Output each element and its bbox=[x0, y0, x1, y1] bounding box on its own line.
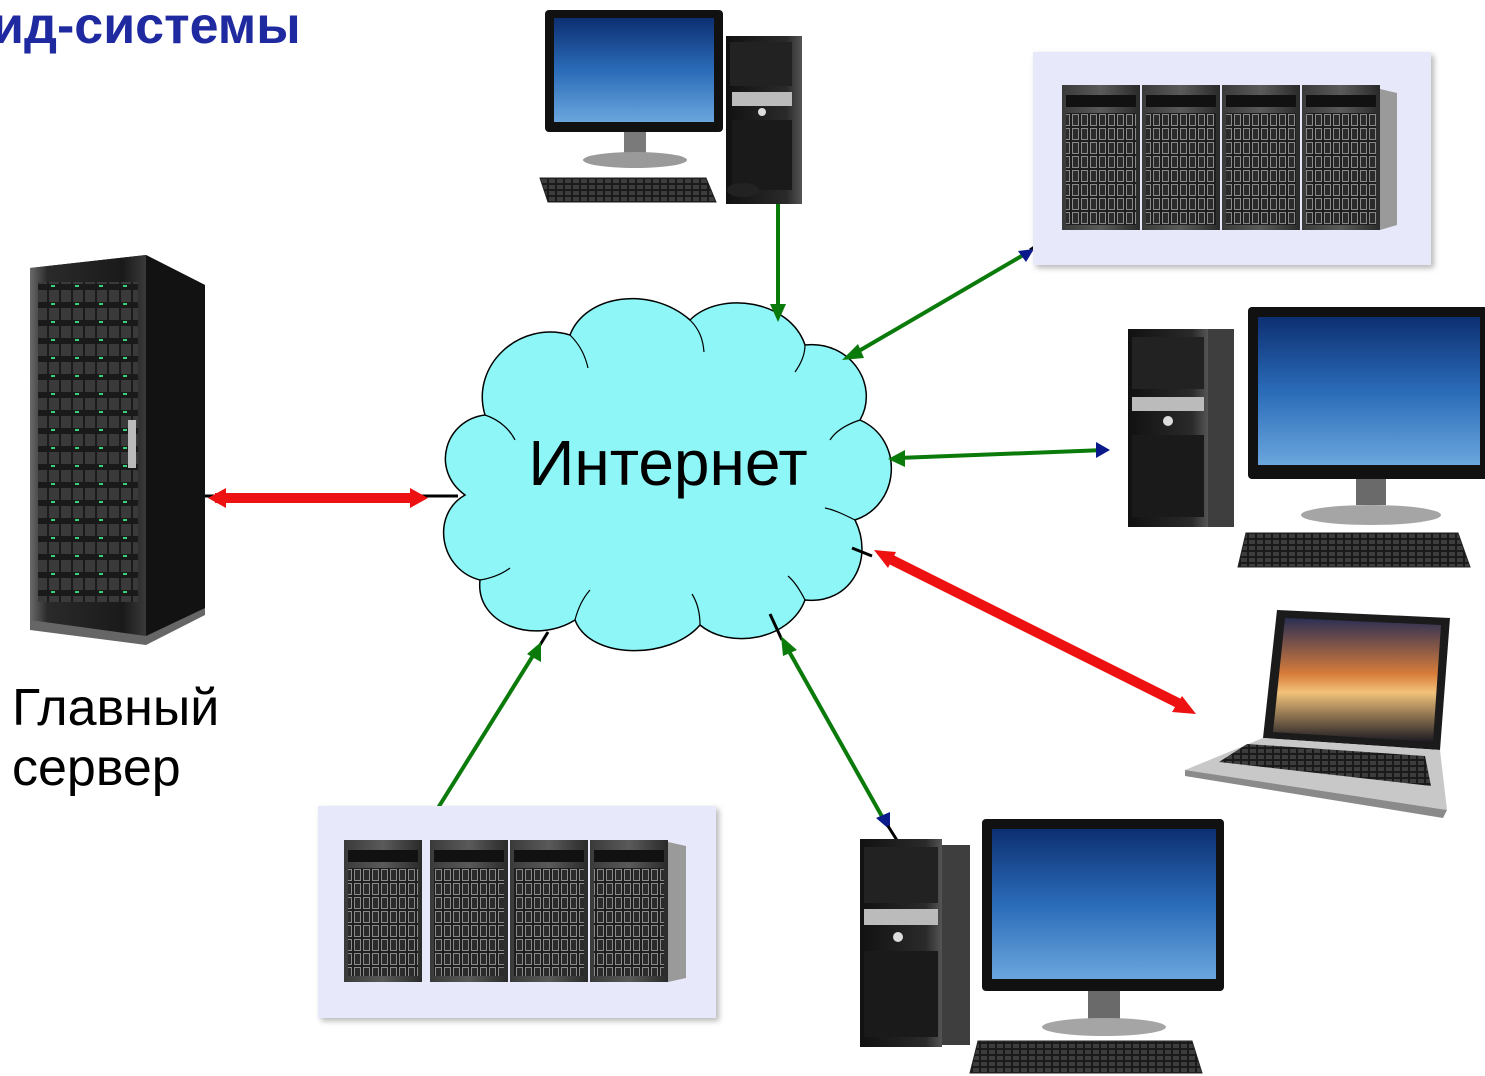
laptop-icon bbox=[1185, 610, 1450, 818]
main-server-rack-icon bbox=[30, 255, 205, 645]
internet-cloud-icon: Интернет bbox=[442, 297, 893, 652]
page-title: ид-системы bbox=[0, 0, 301, 55]
cloud-label: Интернет bbox=[528, 427, 807, 499]
server-cluster-bottom-left-icon bbox=[318, 806, 716, 1018]
connections bbox=[203, 180, 1196, 853]
server-cluster-top-right-icon bbox=[1033, 52, 1431, 265]
desktop-top-computer-icon bbox=[539, 10, 802, 204]
main-server-label: Главный сервер bbox=[12, 678, 219, 798]
desktop-right-computer-icon bbox=[1128, 307, 1485, 568]
main-server-label-line1: Главный bbox=[12, 679, 220, 737]
main-server-label-line2: сервер bbox=[12, 739, 181, 797]
desktop-bottom-computer-icon bbox=[860, 819, 1224, 1074]
